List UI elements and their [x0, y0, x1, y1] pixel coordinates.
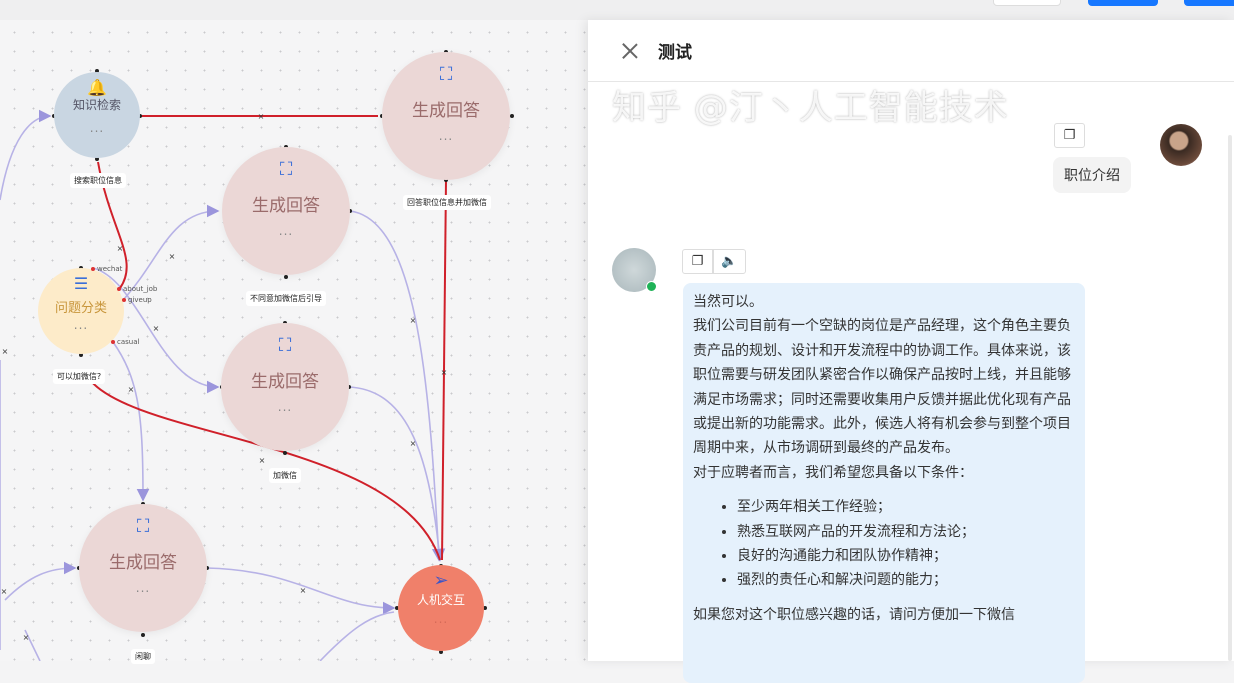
- list-item: 强烈的责任心和解决问题的能力；: [737, 568, 1075, 592]
- port-about-job[interactable]: about_job: [116, 285, 158, 293]
- edge: [0, 109, 52, 201]
- online-status-dot: [646, 281, 657, 292]
- edge: [348, 386, 446, 562]
- delete-edge-icon: ×: [300, 586, 307, 595]
- edge: [122, 204, 220, 301]
- port-casual[interactable]: casual: [110, 338, 140, 346]
- node-human-interaction[interactable]: ➢ 人机交互 ...: [398, 565, 484, 651]
- delete-edge-icon: ×: [23, 633, 30, 642]
- delete-edge-icon: ×: [2, 347, 9, 356]
- message-paragraph: 当然可以。: [693, 294, 763, 310]
- copy-button[interactable]: ❐: [682, 249, 713, 274]
- delete-edge-icon: ×: [128, 385, 135, 394]
- message-paragraph: 如果您对这个职位感兴趣的话，请问方便加一下微信: [693, 606, 1015, 623]
- delete-edge-icon: ×: [153, 324, 160, 333]
- scrollbar[interactable]: [1228, 135, 1232, 661]
- list-item: 熟悉互联网产品的开发流程和方法论；: [737, 520, 1075, 544]
- edge-label: 不同意加微信后引导: [246, 291, 326, 306]
- node-question-classify[interactable]: ☰ 问题分类 ...: [38, 268, 124, 354]
- edge: [206, 567, 396, 615]
- delete-edge-icon: ×: [259, 456, 266, 465]
- list-item: 良好的沟通能力和团队协作精神；: [737, 544, 1075, 568]
- speaker-icon: 🔈: [721, 254, 738, 269]
- close-icon[interactable]: [620, 41, 640, 61]
- edge: [112, 341, 150, 502]
- edge: [4, 561, 77, 601]
- edge-label: 搜索职位信息: [70, 173, 126, 188]
- toolbar-primary-button[interactable]: [1088, 0, 1158, 6]
- message-paragraph: 我们公司目前有一个空缺的岗位是产品经理，这个角色主要负责产品的规划、设计和开发流…: [693, 318, 1071, 457]
- delete-edge-icon: ×: [169, 252, 176, 261]
- delete-edge-icon: ×: [1, 587, 8, 596]
- watermark: 知乎 @汀丶人工智能技术: [612, 88, 1009, 128]
- delete-edge-icon: ×: [410, 316, 417, 325]
- send-icon: ➢: [433, 570, 449, 591]
- edge-label: 加微信: [269, 468, 301, 483]
- toolbar-button[interactable]: [993, 0, 1061, 6]
- generate-icon: ⛶: [279, 159, 293, 180]
- list-icon: ☰: [73, 274, 89, 293]
- test-panel: 测试 ❐ 职位介绍 ❐ 🔈 当然可以。 我们公司目前有一个空缺的岗位是产品经理，…: [588, 20, 1234, 683]
- delete-edge-icon: ×: [410, 439, 417, 448]
- node-generate-answer[interactable]: ⛶ 生成回答 ...: [79, 504, 207, 632]
- generate-icon: ⛶: [439, 64, 453, 85]
- generate-icon: ⛶: [278, 335, 292, 356]
- toolbar-primary-button[interactable]: [1184, 0, 1234, 6]
- panel-title: 测试: [658, 43, 692, 63]
- copy-icon: ❐: [691, 254, 704, 269]
- top-toolbar: [0, 0, 1234, 20]
- node-generate-answer[interactable]: ⛶ 生成回答 ...: [382, 52, 510, 180]
- edge-label: 闲聊: [131, 649, 155, 664]
- edge: [349, 210, 445, 562]
- speak-button[interactable]: 🔈: [713, 249, 746, 274]
- edge-label: 可以加微信?: [52, 369, 106, 384]
- port-giveup[interactable]: giveup: [122, 296, 152, 304]
- edge: [24, 629, 41, 661]
- bell-rocket-icon: 🔔: [87, 78, 107, 97]
- requirements-list: 至少两年相关工作经验； 熟悉互联网产品的开发流程和方法论； 良好的沟通能力和团队…: [737, 495, 1075, 593]
- message-paragraph: 对于应聘者而言，我们希望您具备以下条件：: [693, 464, 973, 481]
- user-avatar: [1160, 124, 1202, 166]
- generate-icon: ⛶: [136, 516, 150, 537]
- port-wechat[interactable]: wechat: [90, 265, 123, 273]
- list-item: 至少两年相关工作经验；: [737, 495, 1075, 519]
- edge-active: [441, 179, 447, 561]
- node-generate-answer[interactable]: ⛶ 生成回答 ...: [221, 323, 349, 451]
- delete-edge-icon: ×: [117, 244, 124, 253]
- copy-icon: ❐: [1063, 128, 1076, 143]
- user-message: 职位介绍: [1053, 157, 1131, 193]
- edge-label: 回答职位信息并加微信: [403, 195, 491, 210]
- node-knowledge-retrieval[interactable]: 🔔 知识检索 ...: [54, 72, 140, 158]
- bot-message: 当然可以。 我们公司目前有一个空缺的岗位是产品经理，这个角色主要负责产品的规划、…: [683, 283, 1085, 683]
- panel-header: 测试: [588, 20, 1234, 82]
- edge: [319, 611, 395, 661]
- delete-edge-icon: ×: [258, 112, 265, 121]
- delete-edge-icon: ×: [441, 368, 448, 377]
- copy-button[interactable]: ❐: [1054, 123, 1085, 148]
- node-generate-answer[interactable]: ⛶ 生成回答 ...: [222, 147, 350, 275]
- edge: [92, 267, 220, 394]
